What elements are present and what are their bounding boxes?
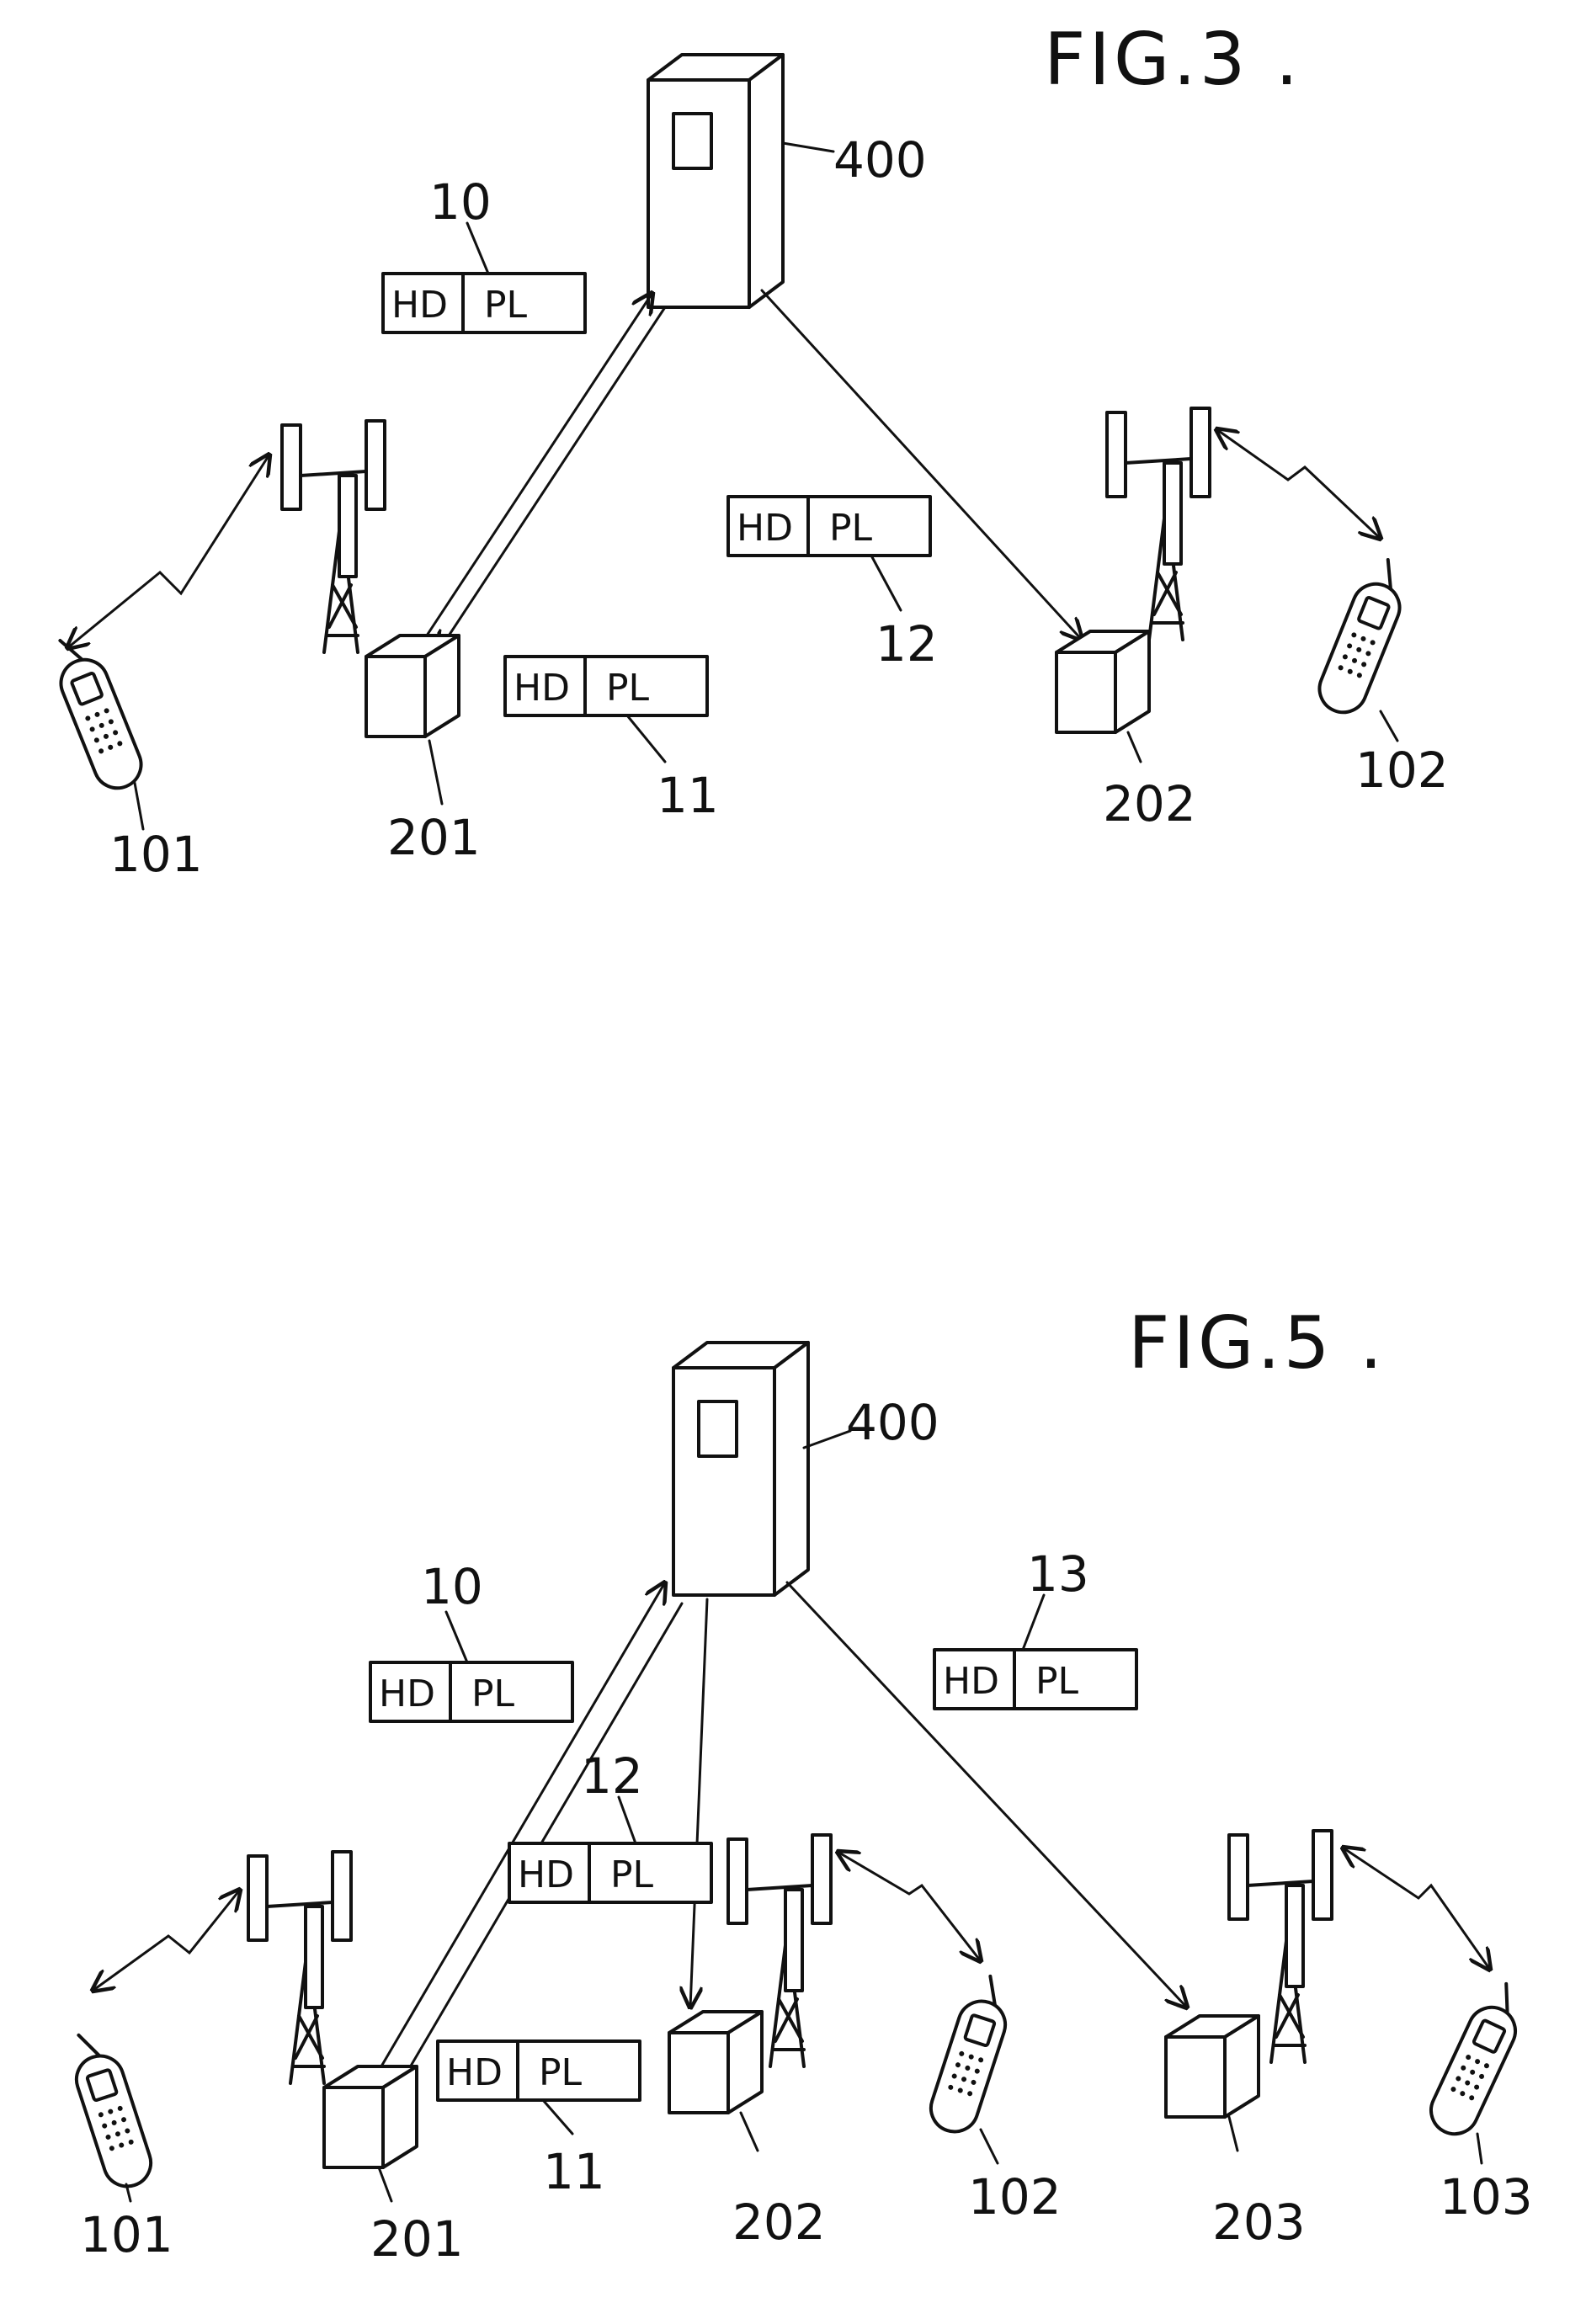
leader-line bbox=[1229, 2117, 1237, 2151]
leader-line bbox=[446, 1612, 467, 1662]
figure-5: FIG.5 . 400 HD PL 10 HD PL 13 bbox=[62, 1301, 1533, 2268]
packet-header: HD bbox=[737, 507, 793, 550]
packet-header: HD bbox=[379, 1673, 435, 1715]
radio-link bbox=[838, 1852, 981, 1961]
packet-header: HD bbox=[518, 1853, 574, 1896]
leader-line bbox=[1128, 732, 1141, 762]
mobile-label: 103 bbox=[1440, 2168, 1533, 2226]
leader-line bbox=[429, 741, 442, 804]
base-station-201 bbox=[366, 636, 459, 737]
leader-line bbox=[783, 143, 833, 152]
downlink-arrow bbox=[438, 307, 665, 652]
packet-payload: PL bbox=[829, 507, 873, 550]
antenna-tower bbox=[248, 1852, 351, 2083]
server-label: 400 bbox=[846, 1394, 939, 1451]
leader-line bbox=[467, 223, 488, 274]
mobile-101 bbox=[62, 2026, 157, 2193]
packet-label: 13 bbox=[1027, 1545, 1089, 1603]
figure-title: FIG.3 . bbox=[1044, 18, 1301, 102]
packet-label: 12 bbox=[581, 1747, 643, 1805]
downlink-arrow bbox=[762, 290, 1082, 640]
base-station-202 bbox=[1056, 631, 1149, 732]
antenna-tower bbox=[1107, 408, 1210, 640]
downlink-arrow bbox=[787, 1582, 1187, 2008]
mobile-label: 101 bbox=[80, 2206, 173, 2263]
downlink-arrow bbox=[690, 1599, 707, 2008]
uplink-arrow bbox=[379, 1582, 665, 2071]
packet-header: HD bbox=[446, 2051, 503, 2094]
antenna-tower bbox=[282, 421, 385, 652]
mobile-label: 101 bbox=[109, 826, 203, 883]
leader-line bbox=[741, 2113, 758, 2151]
base-station-label: 203 bbox=[1212, 2194, 1306, 2251]
base-station-203 bbox=[1166, 2016, 1259, 2117]
base-station-label: 202 bbox=[1103, 775, 1196, 832]
packet-13: HD PL bbox=[934, 1650, 1136, 1709]
packet-header: HD bbox=[514, 667, 570, 710]
base-station-label: 201 bbox=[387, 809, 481, 866]
packet-payload: PL bbox=[606, 667, 650, 710]
radio-link bbox=[93, 1890, 240, 1991]
figure-title: FIG.5 . bbox=[1128, 1301, 1386, 1385]
packet-label: 11 bbox=[543, 2143, 605, 2200]
leader-line bbox=[981, 2130, 998, 2163]
leader-line bbox=[1477, 2134, 1482, 2163]
packet-11: HD PL bbox=[438, 2041, 640, 2100]
base-station-201 bbox=[324, 2066, 417, 2167]
packet-label: 12 bbox=[875, 615, 938, 673]
leader-line bbox=[135, 783, 143, 829]
packet-payload: PL bbox=[1035, 1660, 1079, 1703]
server-400 bbox=[648, 55, 783, 307]
leader-line bbox=[804, 1431, 850, 1448]
packet-12: HD PL bbox=[509, 1843, 711, 1902]
radio-link bbox=[1343, 1848, 1490, 1970]
mobile-102 bbox=[925, 1971, 1019, 2138]
leader-line bbox=[379, 2167, 391, 2201]
packet-payload: PL bbox=[610, 1853, 654, 1896]
server-label: 400 bbox=[833, 131, 927, 189]
packet-label: 10 bbox=[421, 1558, 483, 1615]
packet-12: HD PL bbox=[728, 497, 930, 556]
packet-11: HD PL bbox=[505, 657, 707, 715]
mobile-103 bbox=[1424, 1976, 1534, 2141]
radio-link bbox=[67, 455, 269, 648]
server-400 bbox=[673, 1343, 808, 1595]
mobile-101 bbox=[45, 630, 148, 795]
leader-line bbox=[543, 2100, 572, 2134]
packet-header: HD bbox=[943, 1660, 999, 1703]
mobile-label: 102 bbox=[1355, 742, 1449, 799]
packet-payload: PL bbox=[471, 1673, 515, 1715]
packet-10: HD PL bbox=[370, 1662, 572, 1721]
figure-3: FIG.3 . 400 HD PL 10 201 bbox=[45, 18, 1449, 883]
radio-link bbox=[1216, 429, 1381, 539]
packet-label: 10 bbox=[429, 173, 492, 231]
packet-10: HD PL bbox=[383, 274, 585, 332]
mobile-label: 102 bbox=[968, 2168, 1062, 2226]
leader-line bbox=[1023, 1595, 1044, 1650]
packet-payload: PL bbox=[539, 2051, 583, 2094]
uplink-arrow bbox=[425, 293, 652, 638]
mobile-102 bbox=[1312, 554, 1416, 720]
leader-line bbox=[871, 556, 901, 610]
leader-line bbox=[627, 715, 665, 762]
packet-header: HD bbox=[391, 284, 448, 327]
packet-payload: PL bbox=[484, 284, 528, 327]
leader-line bbox=[1381, 711, 1397, 741]
base-station-label: 202 bbox=[732, 2194, 826, 2251]
base-station-202 bbox=[669, 2012, 762, 2113]
packet-label: 11 bbox=[657, 767, 719, 824]
base-station-label: 201 bbox=[370, 2210, 464, 2268]
